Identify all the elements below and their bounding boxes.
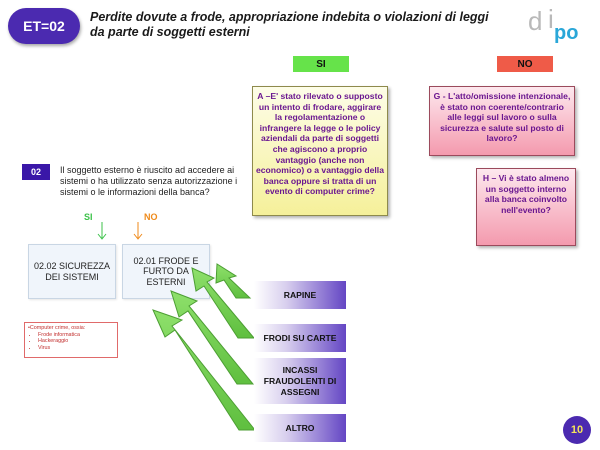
category-rapine: RAPINE [254, 281, 346, 309]
logo-letter-i: i [548, 4, 554, 34]
no-tag: NO [497, 56, 553, 72]
yes-down-arrow [97, 222, 107, 240]
category-incassi-fraudolenti: INCASSI FRAUDOLENTI DI ASSEGNI [254, 358, 346, 404]
green-arrow-altro [152, 309, 257, 431]
green-arrow-rapine [215, 263, 252, 299]
logo-letters-po: po [554, 22, 579, 44]
decision-box-a: A –E' stato rilevato o supposto un inten… [252, 86, 388, 216]
note-list: Frode informatica Hackeraggio Virus [28, 332, 114, 352]
page-number: 10 [563, 416, 591, 444]
si-tag: SI [293, 56, 349, 72]
logo-letter-d: d [528, 6, 543, 36]
green-arrow-frodi [191, 267, 256, 339]
page-title: Perdite dovute a frode, appropriazione i… [90, 10, 489, 39]
question-number: 02 [22, 164, 50, 180]
note-item: Virus [38, 345, 114, 352]
question-yes-label: SI [84, 212, 93, 222]
note-item: Frode informatica [38, 332, 114, 339]
green-arrow-incassi [170, 290, 255, 385]
category-altro: ALTRO [254, 414, 346, 442]
decision-box-h: H – Vi è stato almeno un soggetto intern… [476, 168, 576, 246]
question-no-label: NO [144, 212, 158, 222]
logo: d i po [528, 4, 590, 46]
computer-crime-note: •Computer crime, ossia: Frode informatic… [24, 322, 118, 358]
question-text: Il soggetto esterno è riuscito ad accede… [60, 165, 238, 197]
no-down-arrow [133, 222, 143, 240]
note-item: Hackeraggio [38, 338, 114, 345]
category-frodi-su-carte: FRODI SU CARTE [254, 324, 346, 352]
et-badge: ET=02 [8, 8, 80, 44]
note-title: •Computer crime, ossia: [28, 325, 86, 331]
result-box-sicurezza-sistemi: 02.02 SICUREZZA DEI SISTEMI [28, 244, 116, 299]
decision-box-g: G - L'atto/omissione intenzionale, è sta… [429, 86, 575, 156]
